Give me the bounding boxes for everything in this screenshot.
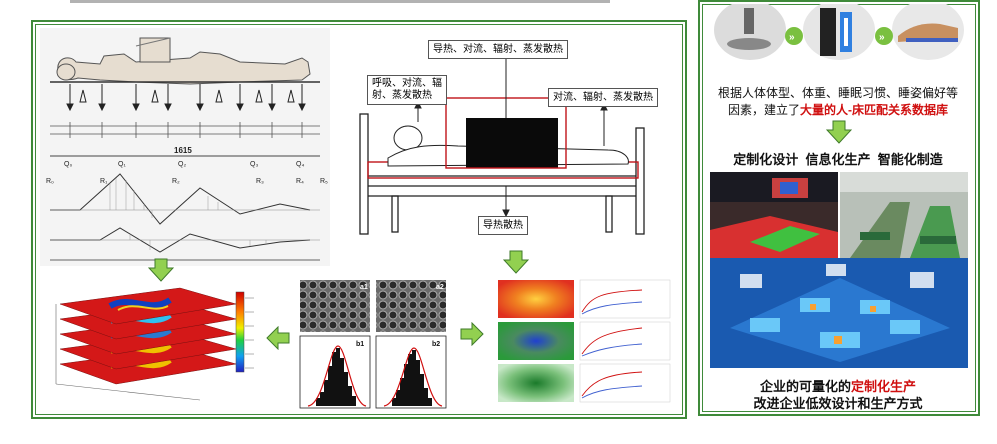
micro-label-a2: a2 <box>436 284 444 291</box>
body-silhouette <box>56 37 311 85</box>
micrograph-a1 <box>300 280 370 332</box>
reaction-label-4: R₄ <box>296 178 304 185</box>
layered-pressure-heatmap <box>40 284 280 404</box>
micro-label-b2: b2 <box>432 341 440 348</box>
length-label: 1615 <box>174 146 192 155</box>
capabilities-text: 定制化设计 信息化生产 智能化制造 <box>733 152 943 167</box>
arrow-down-right <box>503 250 529 274</box>
label-respiration-line2: 射、蒸发散热 <box>372 90 432 101</box>
database-text-prefix: 因素，建立了 <box>727 103 800 117</box>
thermal-map-1 <box>498 280 574 318</box>
database-text-highlight: 大量的人-床匹配关系数据库 <box>800 103 948 117</box>
conclusion-prefix: 企业的可量化的 <box>759 379 851 394</box>
svg-text:»: » <box>789 32 795 43</box>
arrow-down-right-panel <box>826 120 852 144</box>
force-label-0: Q₀ <box>64 161 72 168</box>
thermal-map-3 <box>498 364 574 402</box>
label-conduction-bottom: 导热散热 <box>478 216 528 235</box>
micro-label-a1: a1 <box>360 284 368 291</box>
database-text-line2: 因素，建立了大量的人-床匹配关系数据库 <box>698 101 978 118</box>
label-conduction-convection-top: 导热、对流、辐射、蒸发散热 <box>428 40 568 59</box>
reaction-label-2: R₂ <box>172 178 180 185</box>
force-label-1: Q₁ <box>118 161 126 168</box>
force-label-4: Q₄ <box>296 161 304 168</box>
conclusion-highlight: 定制化生产 <box>851 379 917 394</box>
shear-moment-diagram <box>50 173 320 261</box>
thermal-simulation-panel <box>492 276 676 406</box>
arrow-left <box>266 326 290 350</box>
reaction-label-1: R₁ <box>100 178 108 185</box>
factory-photos <box>710 172 968 258</box>
reaction-label-5: R₅ <box>320 178 328 185</box>
micro-label-b1: b1 <box>356 341 364 348</box>
foam-micrograph-panel: a1 a2 b1 b2 <box>298 280 450 412</box>
scan-image <box>803 0 875 60</box>
label-respiration-line1: 呼吸、对流、辐 <box>372 78 442 89</box>
test-process-images: » » <box>710 0 968 64</box>
arrow-step-2: » <box>875 27 893 45</box>
arrow-down-left <box>148 258 174 282</box>
histogram-b2: b2 <box>375 335 447 409</box>
heatmap-layers <box>59 287 237 385</box>
conclusion-line2: 改进企业低效设计和生产方式 <box>753 396 923 411</box>
arrow-step-1: » <box>785 27 803 45</box>
sleeper-figure <box>387 118 629 168</box>
thermal-map-2 <box>498 322 574 360</box>
micrograph-a2 <box>376 280 446 332</box>
bed-heat-diagram <box>348 26 670 238</box>
database-text-line1: 根据人体体型、体重、睡眠习惯、睡姿偏好等 <box>717 86 958 100</box>
label-respiration-convection: 呼吸、对流、辐 射、蒸发散热 <box>367 75 447 105</box>
force-label-2: Q₂ <box>178 161 186 168</box>
svg-text:»: » <box>879 32 885 43</box>
top-cropped-caption <box>60 0 620 4</box>
thermal-curves <box>579 279 671 403</box>
conclusion-line1: 企业的可量化的定制化生产 <box>698 376 978 395</box>
smart-factory-illustration <box>710 258 968 368</box>
label-convection-right: 对流、辐射、蒸发散热 <box>548 88 658 107</box>
reaction-label-3: R₃ <box>256 178 264 185</box>
body-load-diagram: 1615 Q₀ Q₁ Q₂ Q₃ Q₄ R₀ R₁ R₂ R₃ R₄ R₅ <box>40 28 330 266</box>
arrow-right <box>460 322 484 346</box>
reaction-label-0: R₀ <box>46 178 54 185</box>
force-label-3: Q₃ <box>250 161 258 168</box>
histogram-b1: b1 <box>299 335 371 409</box>
